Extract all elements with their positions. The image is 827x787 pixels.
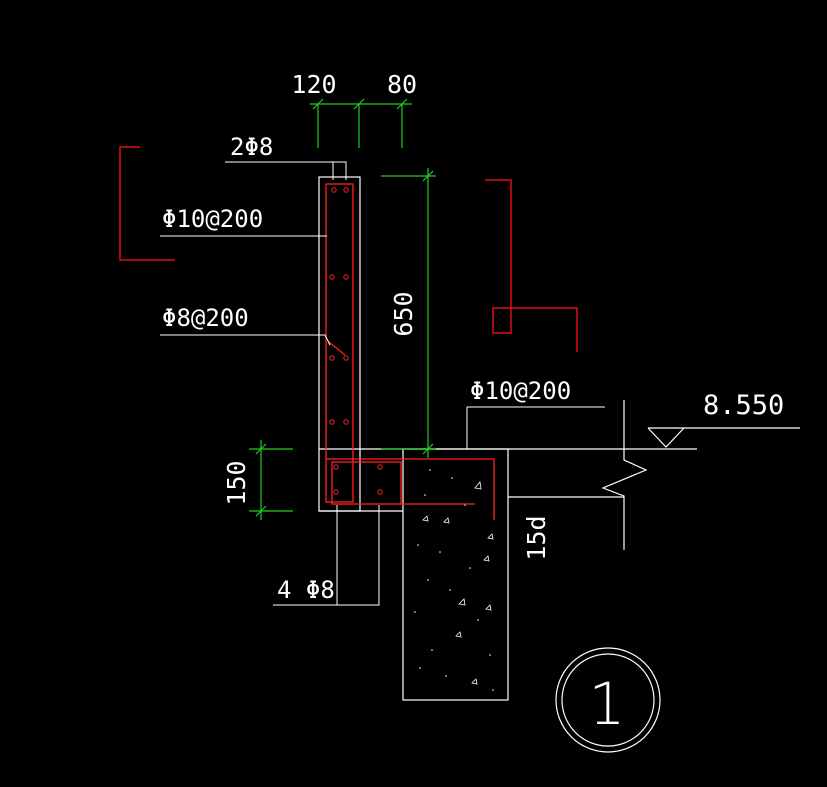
anchorage-label: 15d: [522, 515, 551, 560]
detail-bubble: [555, 647, 661, 753]
section-cut-mark-right: [485, 179, 578, 352]
vertical-bars-label: Φ10@200: [162, 205, 263, 233]
concrete-beam: [402, 448, 509, 701]
dim-top-left-label: 120: [291, 70, 336, 99]
dim-slab-label: 150: [222, 460, 251, 505]
detail-number: 1: [589, 670, 626, 738]
elevation-marker: [647, 427, 800, 448]
break-line: [601, 400, 648, 550]
leader-lines: [160, 161, 605, 606]
dimension-top: [310, 98, 412, 148]
slab-bars-label: Φ10@200: [470, 377, 571, 405]
bottom-bars-label: 4 Φ8: [277, 576, 335, 604]
parapet-wall-outline: [318, 176, 361, 512]
dimension-height: [381, 168, 436, 458]
section-cut-mark-left: [119, 146, 175, 261]
dimension-slab: [249, 440, 293, 520]
dim-height-label: 650: [389, 291, 418, 336]
concrete-hatch: [422, 481, 494, 685]
stirrups-label: Φ8@200: [162, 304, 249, 332]
rebar-dots: [329, 187, 383, 495]
vertical-stirrup: [325, 183, 354, 503]
slab-rebar: [326, 341, 495, 520]
elevation-label: 8.550: [703, 390, 784, 421]
concrete-dots: [414, 469, 494, 691]
top-bars-label: 2Φ8: [230, 133, 273, 161]
dim-top-right-label: 80: [387, 70, 417, 99]
